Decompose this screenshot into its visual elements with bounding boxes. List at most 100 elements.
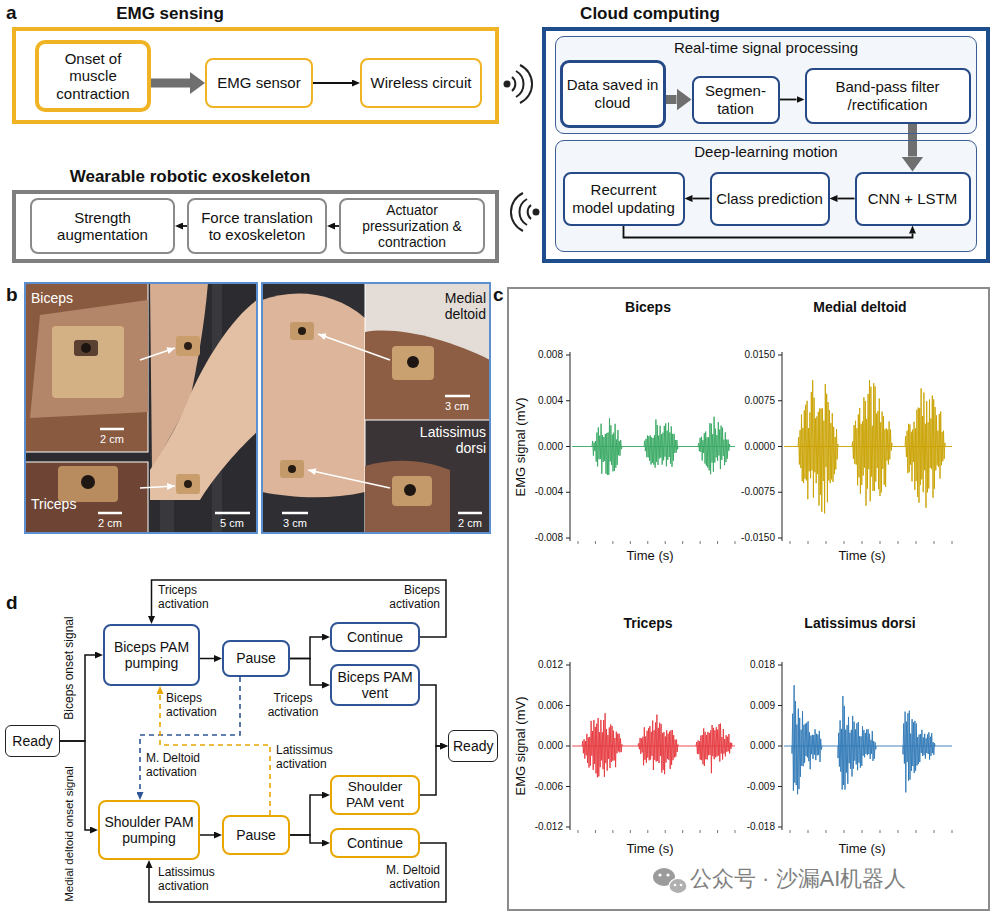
wireless-arc: [516, 71, 524, 97]
edge-label: Medial deltoid onset signal: [63, 766, 76, 902]
sensor-patch: [290, 322, 314, 340]
axis-title: EMG signal (mV): [514, 398, 529, 497]
group-box: Wearable robotic exoskeletonStrength aug…: [12, 190, 499, 263]
tick-mark: [778, 746, 782, 747]
tick-mark: [916, 541, 917, 544]
process-box: Shoulder PAM pumping: [98, 800, 200, 860]
process-box: Segmen- tation: [692, 76, 780, 124]
tick-mark: [717, 830, 718, 833]
scale-bar: [458, 512, 482, 515]
process-box: Actuator pressurization & contraction: [339, 198, 485, 254]
tick-mark: [630, 541, 631, 544]
upper-arm: [150, 300, 257, 500]
tick-mark: [682, 830, 683, 833]
emg-signal: [572, 713, 735, 777]
inset-photo: [365, 420, 490, 533]
tick-mark: [862, 541, 863, 544]
edge-label: Latissimus activation: [276, 744, 340, 772]
sensor: [184, 480, 192, 488]
process-box: Wireless circuit: [360, 58, 482, 108]
scale-label: 5 cm: [220, 517, 244, 530]
connector: [290, 835, 322, 843]
box-text: Onset of muscle contraction: [43, 50, 143, 102]
tick-mark: [647, 541, 648, 544]
process-box: Data saved in cloud: [560, 60, 666, 128]
tick-mark: [566, 746, 570, 747]
group-heading: Cloud computing: [580, 4, 720, 24]
muscle-label: Triceps: [31, 496, 76, 512]
axis-title: Time (s): [838, 842, 885, 857]
dashed-connector: [140, 677, 240, 792]
tick-label: -0.009: [735, 781, 775, 793]
axis-title: Time (s): [626, 842, 673, 857]
scale-bar: [100, 428, 124, 431]
box-text: Data saved in cloud: [567, 76, 659, 111]
box-text: Shoulder PAM pumping: [104, 814, 194, 846]
skin: [365, 331, 490, 420]
tick-label: 0.009: [735, 700, 775, 712]
edge-label: M. Deltoid activation: [146, 752, 226, 780]
process-box: Biceps PAM pumping: [103, 624, 200, 686]
connector: [290, 795, 322, 835]
process-box: Ready: [448, 730, 498, 762]
tick-mark: [612, 541, 613, 544]
group-fill: [555, 36, 977, 134]
tick-mark: [578, 541, 579, 544]
process-box: Continue: [330, 828, 420, 858]
tick-label: -0.008: [523, 532, 563, 544]
tick-mark: [826, 830, 827, 833]
edge-label: Biceps activation: [166, 692, 236, 720]
sensor: [81, 475, 95, 489]
process-box: Biceps PAM vent: [330, 664, 420, 706]
edge-label: Triceps activation: [258, 692, 328, 720]
tick-mark: [880, 541, 881, 544]
tick-mark: [880, 830, 881, 833]
block-arrow: [151, 79, 190, 88]
process-box: Onset of muscle contraction: [35, 40, 151, 112]
process-box: Continue: [330, 622, 420, 652]
transition-label: Triceps activation: [158, 584, 230, 612]
muscle-label: Latissimus dorsi: [402, 424, 486, 456]
tick-mark: [566, 786, 570, 787]
muscle-label: Medial deltoid: [426, 290, 486, 322]
box-text: Continue: [347, 629, 403, 645]
tick-mark: [862, 830, 863, 833]
sensor: [404, 484, 416, 496]
sensor: [298, 327, 306, 335]
process-box: Shoulder PAM vent: [330, 775, 420, 815]
tick-mark: [665, 541, 666, 544]
tick-mark: [778, 538, 782, 539]
tick-mark: [778, 355, 782, 356]
torso: [262, 294, 365, 498]
tick-label: 0.000: [735, 740, 775, 752]
scale-label: 2 cm: [100, 433, 124, 446]
tick-mark: [566, 538, 570, 539]
tick-label: 0.000: [523, 441, 563, 453]
panel-letter: d: [6, 592, 18, 614]
tick-mark: [844, 541, 845, 544]
connector: [838, 198, 855, 200]
emg-chart: [778, 662, 952, 833]
tick-label: 0.0150: [735, 349, 775, 361]
box-text: Continue: [347, 835, 403, 851]
box-text: EMG sensor: [217, 74, 300, 91]
process-box: EMG sensor: [205, 58, 313, 108]
group-heading: Deep-learning motion: [556, 143, 976, 160]
tick-label: -0.012: [523, 821, 563, 833]
emg-signal: [784, 685, 952, 794]
connector: [290, 659, 322, 686]
box-text: Shoulder PAM vent: [336, 779, 414, 810]
process-box: Recurrent model updating: [563, 172, 685, 226]
tick-mark: [808, 541, 809, 544]
wireless-dot: [505, 82, 510, 87]
tick-mark: [566, 355, 570, 356]
tick-mark: [595, 541, 596, 544]
photo-arm: [25, 283, 257, 533]
tick-mark: [778, 786, 782, 787]
tick-mark: [898, 830, 899, 833]
leader-arrow: [140, 348, 175, 360]
tick-label: -0.004: [523, 486, 563, 498]
sensor: [81, 343, 91, 353]
transition-label: Latissimus activation: [158, 866, 230, 894]
